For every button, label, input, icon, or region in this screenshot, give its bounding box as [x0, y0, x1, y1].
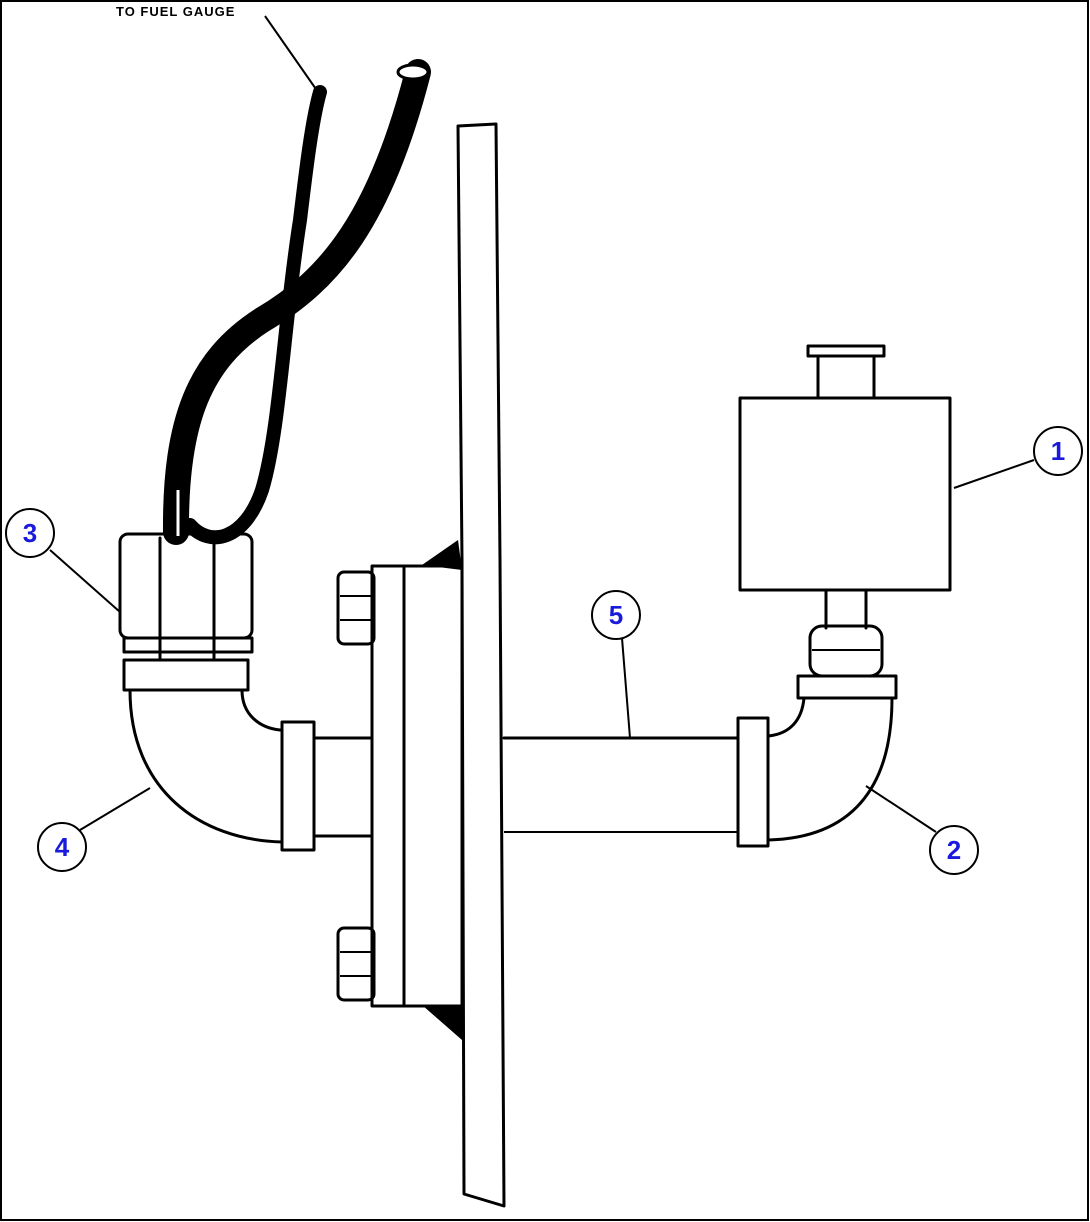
svg-text:4: 4	[55, 832, 70, 862]
svg-text:1: 1	[1051, 436, 1065, 466]
svg-text:5: 5	[609, 600, 623, 630]
right-elbow	[736, 674, 898, 848]
wire-harness	[162, 59, 431, 545]
callout-1: 1	[953, 426, 1083, 489]
flange-bolt-lower	[336, 926, 376, 1002]
left-elbow	[122, 658, 374, 852]
annotation-leader	[264, 15, 319, 93]
annotation-to-fuel-gauge: TO FUEL GAUGE	[116, 4, 235, 19]
svg-text:3: 3	[23, 518, 37, 548]
svg-text:2: 2	[947, 835, 961, 865]
flange-bolt-upper	[336, 570, 376, 646]
connector-housing	[118, 532, 254, 660]
callout-2: 2	[865, 785, 979, 875]
mounting-flange	[336, 540, 464, 1040]
valve-body	[738, 344, 952, 678]
fuel-tube	[502, 736, 740, 833]
callout-4: 4	[37, 787, 151, 872]
callout-5: 5	[591, 590, 641, 739]
callout-3: 3	[5, 508, 121, 613]
tank-wall	[456, 122, 506, 1208]
